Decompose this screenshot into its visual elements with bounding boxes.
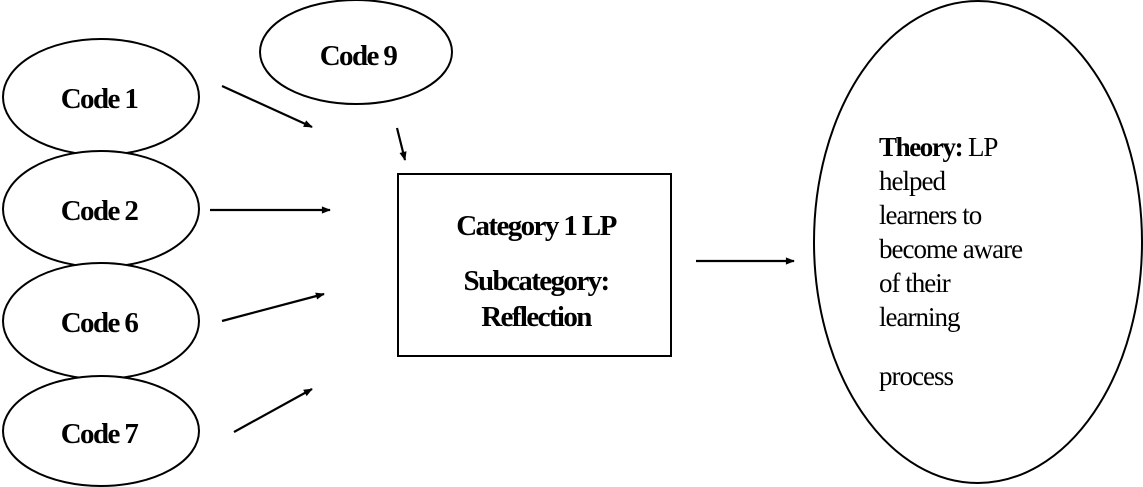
code-6-label: Code 6 xyxy=(61,307,139,339)
theory-line: become aware xyxy=(879,234,1023,264)
arrow-code-1-to-category xyxy=(221,84,313,129)
category-box xyxy=(397,173,672,357)
code-9-ellipse xyxy=(259,0,453,105)
theory-label: Theory: xyxy=(879,132,962,162)
arrow-code-7-to-category xyxy=(233,388,313,433)
theory-line: helped xyxy=(879,166,946,196)
theory-line: process xyxy=(879,361,953,391)
theory-ellipse xyxy=(813,0,1143,484)
code-9-node: Code 9 xyxy=(259,0,453,105)
code-2-node: Code 2 xyxy=(2,150,200,268)
arrow-code-9-to-category xyxy=(395,127,407,161)
code-7-label: Code 7 xyxy=(61,418,139,450)
code-7-node: Code 7 xyxy=(2,375,200,487)
code-9-label: Code 9 xyxy=(320,40,398,72)
category-title: Category 1 LP xyxy=(456,210,616,242)
category-node: Category 1 LP Subcategory: Reflection xyxy=(397,173,672,357)
code-7-ellipse xyxy=(2,375,200,487)
code-6-node: Code 6 xyxy=(2,262,200,380)
theory-first-line: Theory: LP xyxy=(879,132,997,162)
subcategory-label: Subcategory: xyxy=(463,265,608,297)
code-1-node: Code 1 xyxy=(2,38,200,156)
theory-line: of their xyxy=(879,268,951,298)
subcategory-value: Reflection xyxy=(481,301,592,333)
theory-first-line-rest: LP xyxy=(962,132,997,162)
code-1-label: Code 1 xyxy=(61,83,138,115)
theory-line: learners to xyxy=(879,200,982,230)
theory-line: learning xyxy=(879,302,960,332)
arrow-code-6-to-category xyxy=(221,292,325,323)
arrows xyxy=(210,84,795,433)
code-2-label: Code 2 xyxy=(61,195,139,227)
theory-node: Theory: LP helped learners to become awa… xyxy=(813,0,1143,484)
